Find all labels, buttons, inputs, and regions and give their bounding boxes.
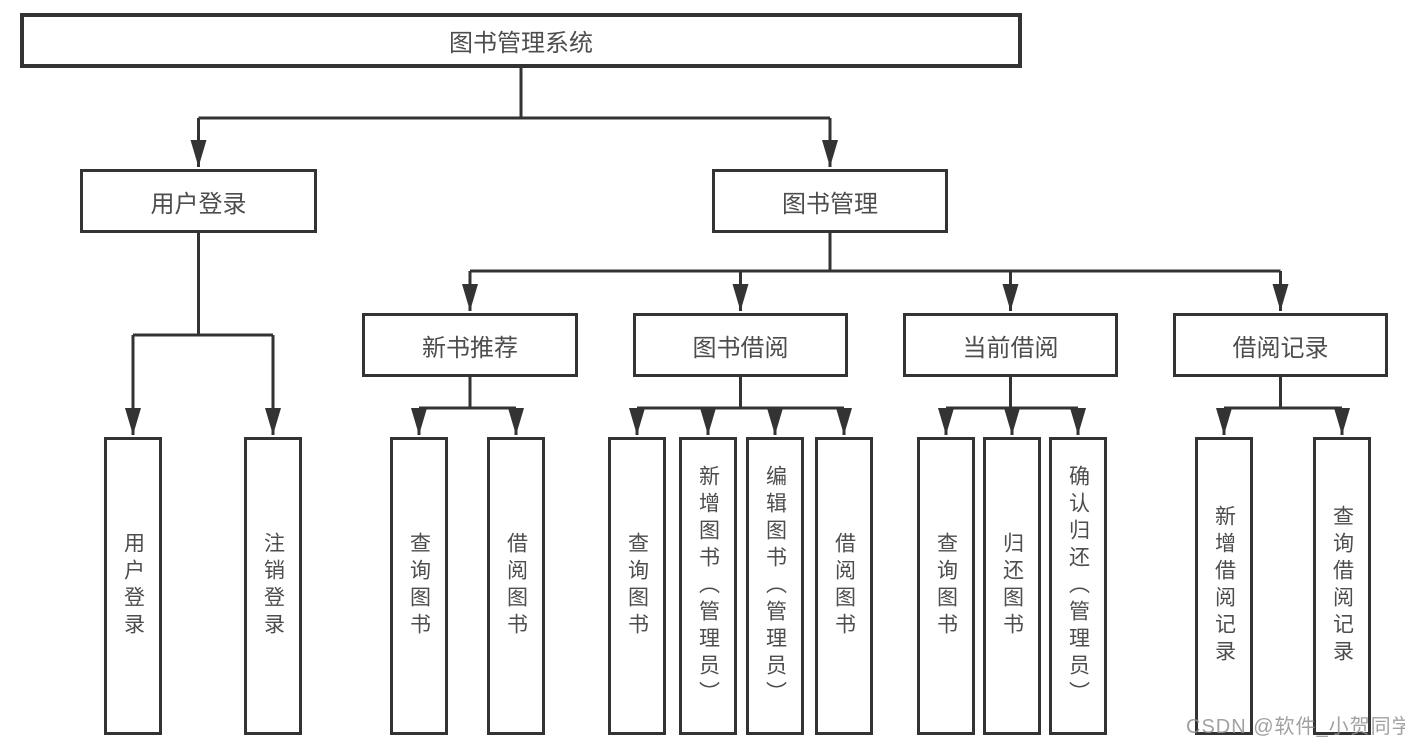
leaf-borrow-books-recommend-label: 借阅图书 (504, 532, 528, 640)
leaf-logout-label: 注销登录 (261, 532, 285, 640)
leaf-logout: 注销登录 (244, 437, 302, 735)
node-user-login: 用户登录 (80, 169, 317, 233)
node-root-system-label: 图书管理系统 (449, 30, 593, 57)
leaf-borrow-books-borrowing: 借阅图书 (815, 437, 873, 735)
node-new-book-recommend: 新书推荐 (362, 313, 578, 377)
node-new-book-recommend-label: 新书推荐 (422, 334, 518, 362)
leaf-return-books-label: 归还图书 (1000, 532, 1024, 640)
leaf-confirm-return-admin: 确认归还（管理员） (1049, 437, 1107, 735)
leaf-query-borrow-record-label: 查询借阅记录 (1330, 505, 1354, 667)
leaf-borrow-books-recommend: 借阅图书 (487, 437, 545, 735)
leaf-query-books-borrowing: 查询图书 (608, 437, 666, 735)
leaf-borrow-books-borrowing-label: 借阅图书 (832, 532, 856, 640)
csdn-watermark: CSDN @软件_小贺同学 (1186, 716, 1405, 738)
leaf-query-books-recommend-label: 查询图书 (407, 532, 431, 640)
leaf-return-books: 归还图书 (983, 437, 1041, 735)
node-borrow-records-label: 借阅记录 (1232, 334, 1329, 362)
leaf-query-books-recommend: 查询图书 (390, 437, 448, 735)
leaf-edit-books-admin-label: 编辑图书（管理员） (763, 464, 787, 708)
leaf-query-books-current-label: 查询图书 (934, 532, 958, 640)
leaf-query-books-current: 查询图书 (917, 437, 975, 735)
node-user-login-label: 用户登录 (150, 190, 247, 218)
node-borrow-records: 借阅记录 (1173, 313, 1388, 377)
leaf-add-borrow-record-label: 新增借阅记录 (1212, 505, 1236, 667)
leaf-query-borrow-record: 查询借阅记录 (1313, 437, 1371, 735)
node-book-borrowing: 图书借阅 (633, 313, 848, 377)
leaf-edit-books-admin: 编辑图书（管理员） (746, 437, 804, 735)
node-book-borrowing-label: 图书借阅 (692, 334, 789, 362)
node-root-system: 图书管理系统 (20, 13, 1022, 68)
node-book-management: 图书管理 (712, 169, 948, 233)
leaf-add-borrow-record: 新增借阅记录 (1195, 437, 1253, 735)
leaf-user-login-label: 用户登录 (121, 532, 145, 640)
node-book-management-label: 图书管理 (782, 190, 878, 218)
leaf-query-books-borrowing-label: 查询图书 (625, 532, 649, 640)
leaf-add-books-admin-label: 新增图书（管理员） (696, 464, 720, 708)
leaf-add-books-admin: 新增图书（管理员） (679, 437, 737, 735)
leaf-user-login: 用户登录 (104, 437, 162, 735)
leaf-confirm-return-admin-label: 确认归还（管理员） (1066, 464, 1090, 708)
node-current-borrowing: 当前借阅 (903, 313, 1118, 377)
node-current-borrowing-label: 当前借阅 (962, 334, 1059, 362)
